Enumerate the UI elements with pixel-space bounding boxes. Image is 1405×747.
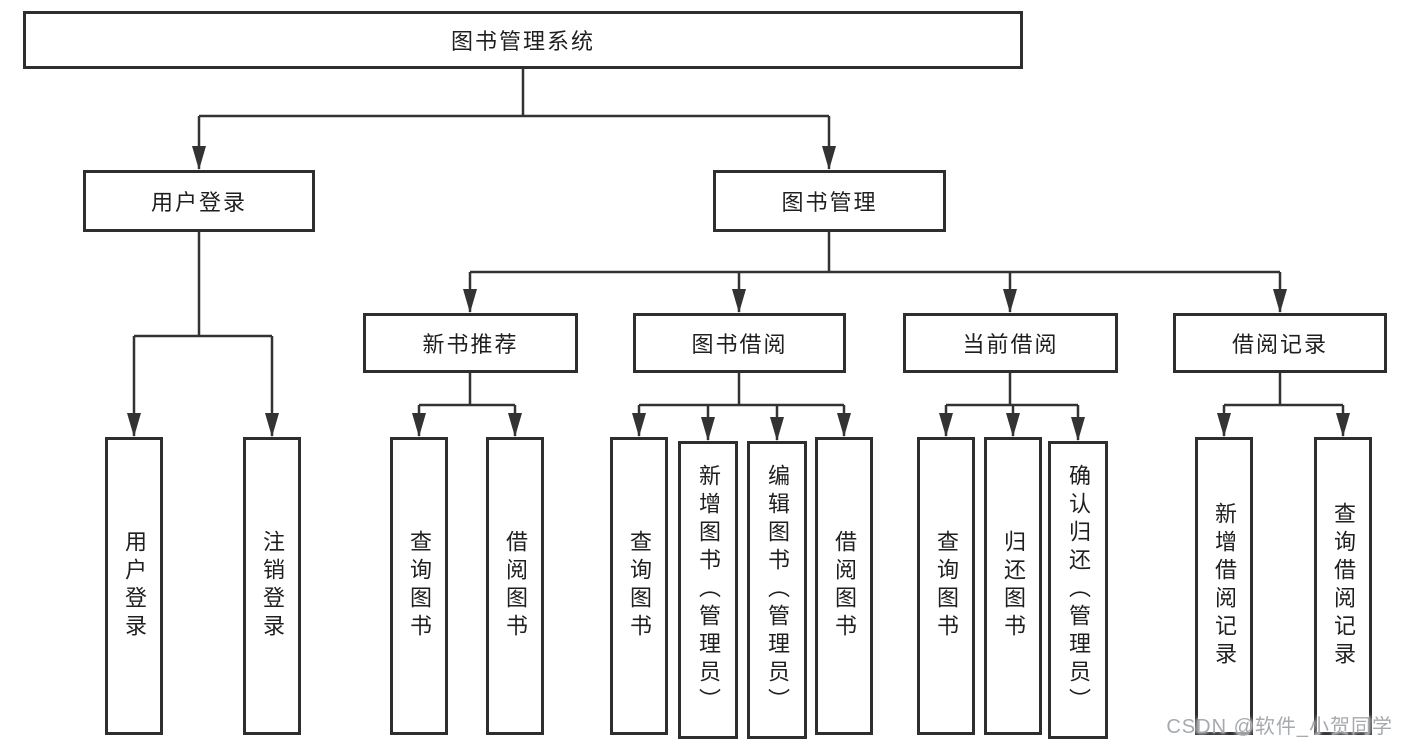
node-label: 查询图书 [934, 530, 959, 642]
node-label: 图书管理系统 [450, 29, 595, 54]
connector-arrows [127, 116, 1350, 441]
node-label: 归还图书 [1001, 530, 1026, 642]
node-label: 新增借阅记录 [1212, 502, 1237, 670]
node-label: 借阅图书 [503, 530, 528, 642]
node-label: 查询借阅记录 [1331, 502, 1356, 670]
node-label: 当前借阅 [962, 332, 1059, 357]
node-current-borrowing: 当前借阅 [903, 313, 1118, 373]
node-library-management-system: 图书管理系统 [23, 11, 1023, 69]
leaf-query-borrow-record: 查询借阅记录 [1314, 437, 1372, 735]
node-label: 借阅记录 [1231, 332, 1328, 357]
node-label: 用户登录 [122, 530, 147, 642]
node-book-borrowing: 图书借阅 [633, 313, 846, 373]
connector-trunks [134, 69, 1343, 407]
leaf-add-book-admin: 新增图书（管理员） [678, 441, 738, 739]
node-label: 注销登录 [260, 530, 285, 642]
leaf-query-books-3: 查询图书 [917, 437, 975, 735]
leaf-add-borrow-record: 新增借阅记录 [1195, 437, 1253, 735]
leaf-return-book: 归还图书 [984, 437, 1042, 735]
leaf-logout: 注销登录 [243, 437, 301, 735]
node-label: 新书推荐 [422, 332, 519, 357]
node-user-login: 用户登录 [83, 170, 315, 232]
node-label: 查询图书 [627, 530, 652, 642]
node-label: 查询图书 [407, 530, 432, 642]
node-label: 确认归还（管理员） [1066, 464, 1091, 716]
leaf-borrow-books-2: 借阅图书 [815, 437, 873, 735]
node-label: 编辑图书（管理员） [765, 464, 790, 716]
node-book-management: 图书管理 [713, 170, 946, 232]
node-label: 新增图书（管理员） [696, 464, 721, 716]
leaf-query-books-2: 查询图书 [610, 437, 668, 735]
node-label: 借阅图书 [832, 530, 857, 642]
node-borrowing-records: 借阅记录 [1173, 313, 1387, 373]
leaf-edit-book-admin: 编辑图书（管理员） [747, 441, 807, 739]
leaf-confirm-return-admin: 确认归还（管理员） [1048, 441, 1108, 739]
leaf-borrow-books-1: 借阅图书 [486, 437, 544, 735]
csdn-watermark: CSDN @软件_小贺同学 [1166, 716, 1393, 738]
leaf-query-books-1: 查询图书 [390, 437, 448, 735]
node-label: 图书借阅 [691, 332, 788, 357]
node-new-book-recommendation: 新书推荐 [363, 313, 578, 373]
node-label: 图书管理 [781, 190, 878, 215]
node-label: 用户登录 [150, 190, 247, 215]
leaf-user-login: 用户登录 [105, 437, 163, 735]
